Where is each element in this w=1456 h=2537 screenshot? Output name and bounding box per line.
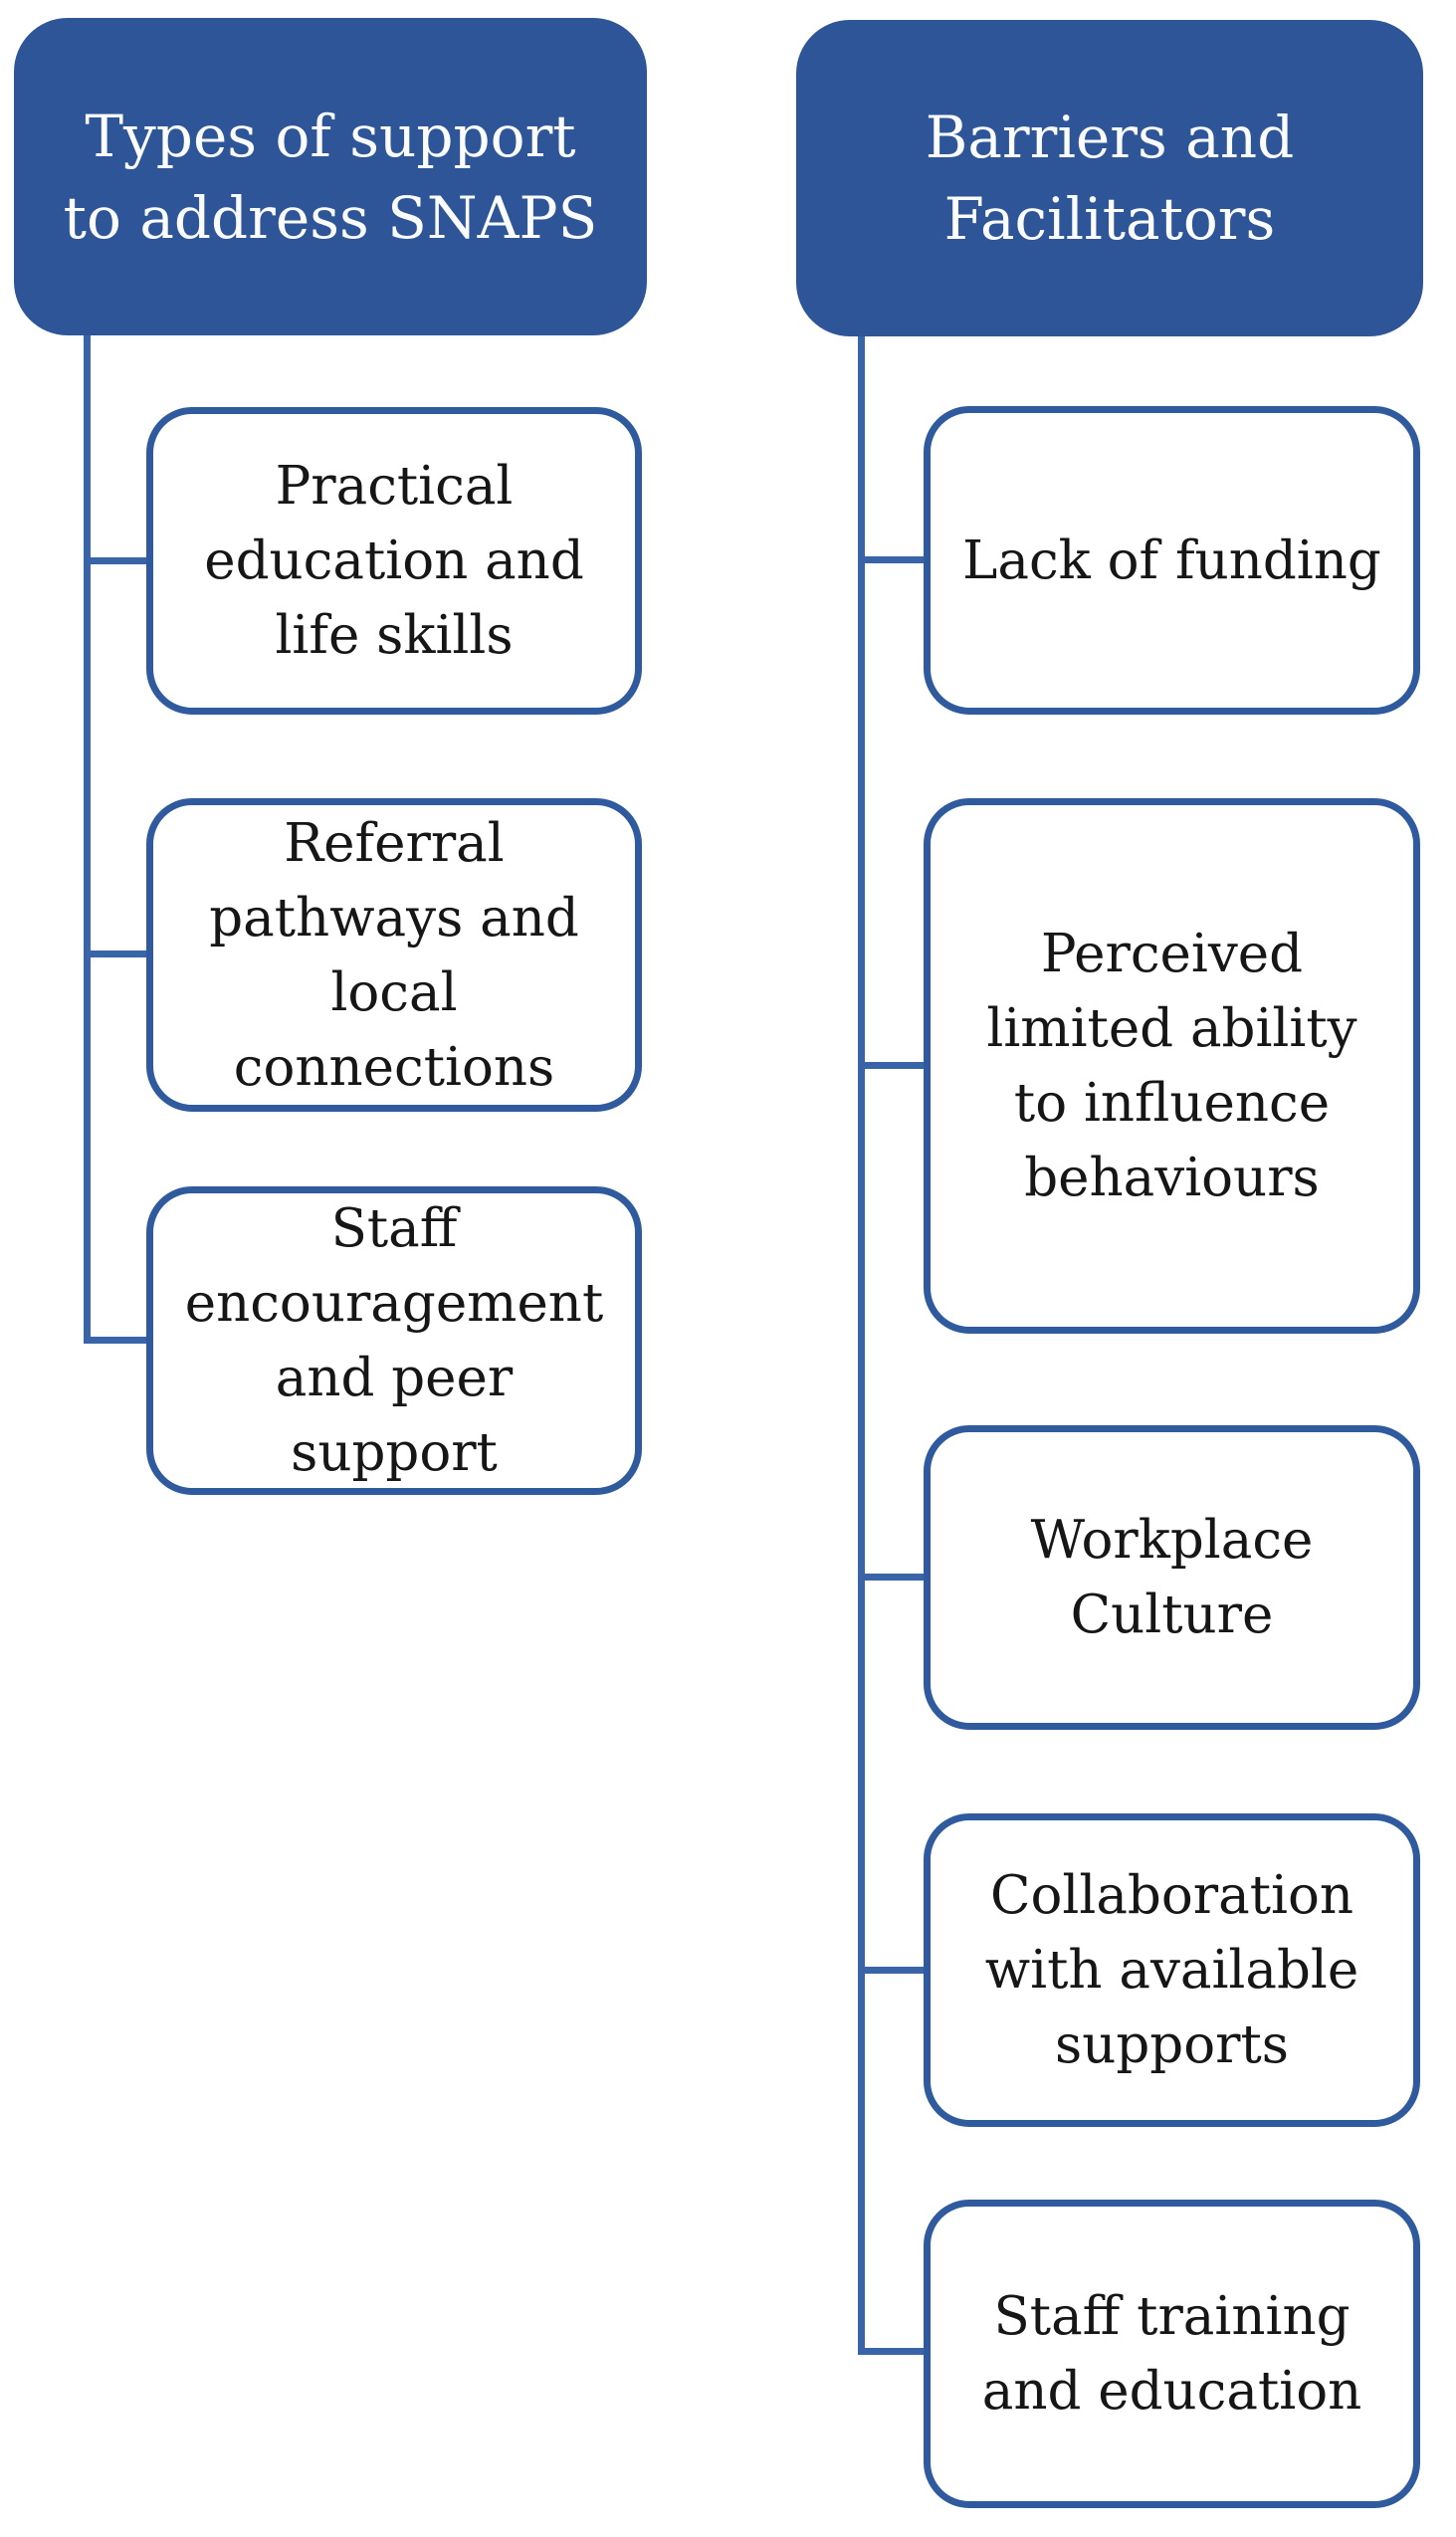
child-label-practical-education: Practical education and life skills	[204, 456, 584, 666]
connector-stub-lack-of-funding	[860, 556, 924, 563]
child-label-staff-encouragement: Staff encouragement and peer support	[184, 1198, 604, 1483]
connector-trunk-left	[84, 335, 91, 1344]
child-label-workplace-culture: Workplace Culture	[1030, 1510, 1314, 1645]
child-box-referral-pathways: Referral pathways and local connections	[146, 798, 642, 1112]
child-box-staff-encouragement: Staff encouragement and peer support	[146, 1186, 642, 1495]
child-label-perceived-limited-ability: Perceived limited ability to influence b…	[986, 924, 1357, 1208]
child-box-lack-of-funding: Lack of funding	[924, 406, 1420, 715]
header-box-barriers-facilitators: Barriers and Facilitators	[796, 20, 1423, 336]
connector-stub-practical-education	[86, 557, 147, 564]
child-box-collaboration-supports: Collaboration with available supports	[924, 1813, 1420, 2127]
child-label-staff-training: Staff training and education	[981, 2286, 1362, 2422]
header-label-barriers-facilitators: Barriers and Facilitators	[925, 104, 1295, 253]
header-box-types-of-support: Types of support to address SNAPS	[14, 18, 647, 335]
connector-stub-perceived-limited-ability	[860, 1062, 924, 1069]
header-label-types-of-support: Types of support to address SNAPS	[63, 102, 598, 252]
connector-stub-workplace-culture	[860, 1574, 924, 1581]
connector-stub-referral-pathways	[86, 951, 147, 957]
child-label-collaboration-supports: Collaboration with available supports	[984, 1865, 1359, 2075]
child-label-referral-pathways: Referral pathways and local connections	[209, 812, 579, 1098]
child-box-staff-training: Staff training and education	[924, 2200, 1420, 2508]
child-box-practical-education: Practical education and life skills	[146, 407, 642, 715]
connector-stub-staff-training	[860, 2348, 924, 2355]
connector-trunk-right	[858, 336, 865, 2355]
child-box-perceived-limited-ability: Perceived limited ability to influence b…	[924, 798, 1420, 1334]
child-label-lack-of-funding: Lack of funding	[962, 529, 1381, 591]
connector-stub-collaboration-supports	[860, 1967, 924, 1974]
child-box-workplace-culture: Workplace Culture	[924, 1425, 1420, 1730]
connector-stub-staff-encouragement	[86, 1337, 147, 1344]
